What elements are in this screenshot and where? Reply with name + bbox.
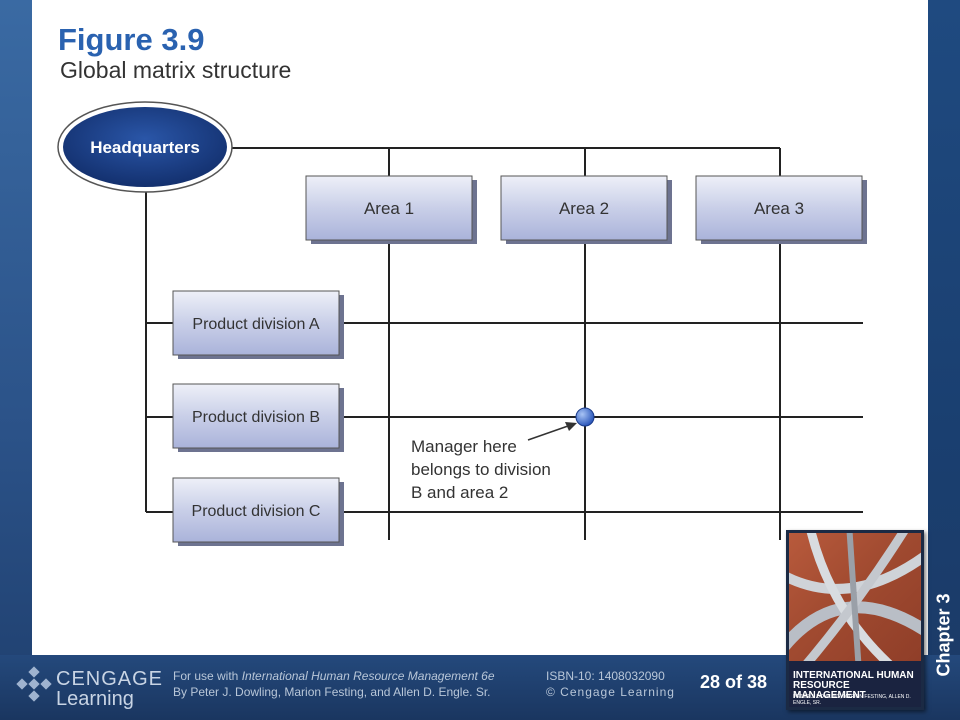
cover-title-line: INTERNATIONAL HUMAN <box>793 670 914 681</box>
headquarters-node: Headquarters <box>57 101 233 193</box>
annotation-line: belongs to division <box>411 460 551 479</box>
footer-isbn-block: ISBN-10: 1408032090 © Cengage Learning <box>546 668 675 700</box>
chapter-label: Chapter 3 <box>934 580 954 690</box>
area-label: Area 1 <box>364 199 414 218</box>
left-accent-bar <box>0 0 32 720</box>
page-counter: 28 of 38 <box>700 672 768 692</box>
division-box-c: Product division C <box>172 477 344 546</box>
area-box-1: Area 1 <box>305 175 477 244</box>
book-cover-image: INTERNATIONAL HUMAN RESOURCE MANAGEMENT … <box>786 530 924 710</box>
annotation-arrow <box>527 422 577 441</box>
cover-authors: PETER J. DOWLING, MARION FESTING, ALLEN … <box>793 694 911 706</box>
slide-subtitle: Global matrix structure <box>60 57 292 83</box>
footer-isbn: ISBN-10: 1408032090 <box>546 669 665 683</box>
footer-copyright: © Cengage Learning <box>546 685 675 699</box>
area-label: Area 2 <box>559 199 609 218</box>
annotation-line: B and area 2 <box>411 483 508 502</box>
annotation-text: Manager here belongs to division B and a… <box>411 437 551 502</box>
area-box-3: Area 3 <box>695 175 867 244</box>
division-label: Product division C <box>192 503 321 520</box>
division-box-b: Product division B <box>172 383 344 452</box>
logo-wordmark: CENGAGE <box>56 668 164 690</box>
footer-book-title: International Human Resource Management … <box>241 669 495 683</box>
footer-authors: By Peter J. Dowling, Marion Festing, and… <box>173 685 491 699</box>
logo-wordmark-sub: Learning <box>56 688 134 710</box>
right-accent-bar <box>928 0 960 720</box>
cover-title-line: RESOURCE MANAGEMENT <box>793 680 866 701</box>
division-label: Product division B <box>192 409 320 426</box>
cover-title: INTERNATIONAL HUMAN RESOURCE MANAGEMENT <box>793 671 917 701</box>
cengage-logo-icon <box>16 666 52 702</box>
annotation-line: Manager here <box>411 437 517 456</box>
slide-title: Figure 3.9 <box>58 22 205 57</box>
headquarters-label: Headquarters <box>90 138 200 157</box>
area-label: Area 3 <box>754 199 804 218</box>
footer-credits: For use with International Human Resourc… <box>173 668 495 700</box>
highway-illustration <box>789 533 921 707</box>
division-box-a: Product division A <box>172 290 344 359</box>
footer-use-prefix: For use with <box>173 669 242 683</box>
chapter-text: Chapter 3 <box>933 593 954 677</box>
division-label: Product division A <box>192 316 320 333</box>
manager-node <box>575 407 595 427</box>
area-box-2: Area 2 <box>500 175 672 244</box>
